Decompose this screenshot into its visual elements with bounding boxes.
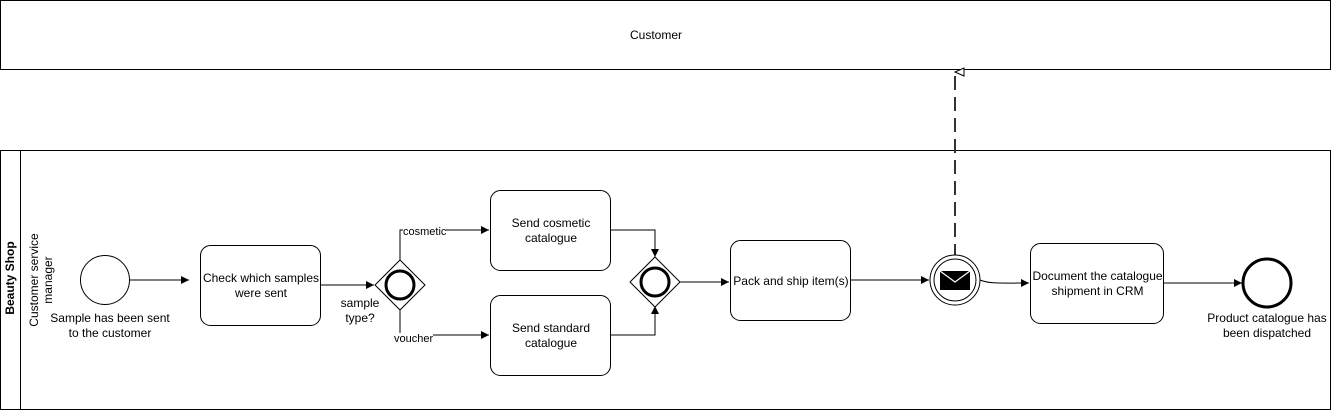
flow-cosmetic-to-merge[interactable] bbox=[611, 229, 659, 257]
task-check-samples[interactable] bbox=[200, 245, 321, 326]
flow-cosmetic-label: cosmetic bbox=[403, 226, 447, 239]
task-check-samples-label: Check which samples were sent bbox=[202, 271, 320, 300]
beauty-shop-pool-title: Beauty Shop bbox=[3, 241, 17, 315]
flow-standard-to-merge[interactable] bbox=[611, 306, 659, 336]
end-event[interactable] bbox=[1241, 257, 1293, 309]
flow-message-to-document[interactable] bbox=[979, 279, 1030, 288]
customer-pool-title: Customer bbox=[629, 28, 682, 42]
task-document-crm-label: Document the catalogue shipment in CRM bbox=[1032, 269, 1163, 298]
split-gateway-label: sample type? bbox=[340, 296, 380, 325]
customer-pool[interactable] bbox=[0, 0, 1331, 70]
task-pack-ship-label: Pack and ship item(s) bbox=[733, 273, 849, 288]
merge-gateway-marker bbox=[639, 266, 671, 298]
flow-voucher-label: voucher bbox=[394, 333, 434, 346]
start-event[interactable] bbox=[80, 255, 130, 305]
flow-cosmetic[interactable] bbox=[399, 226, 489, 260]
task-send-cosmetic-label: Send cosmetic catalogue bbox=[511, 216, 591, 245]
task-send-standard[interactable] bbox=[490, 295, 611, 376]
task-send-cosmetic[interactable] bbox=[490, 190, 611, 271]
task-send-standard-label: Send standard catalogue bbox=[511, 321, 591, 350]
task-document-crm[interactable] bbox=[1030, 243, 1164, 324]
merge-gateway[interactable] bbox=[629, 256, 681, 308]
end-event-label: Product catalogue has been dispatched bbox=[1207, 311, 1327, 340]
task-pack-ship[interactable] bbox=[730, 240, 851, 321]
envelope-icon bbox=[939, 270, 971, 290]
start-event-label: Sample has been sent to the customer bbox=[50, 311, 170, 340]
split-gateway-marker bbox=[384, 269, 416, 301]
